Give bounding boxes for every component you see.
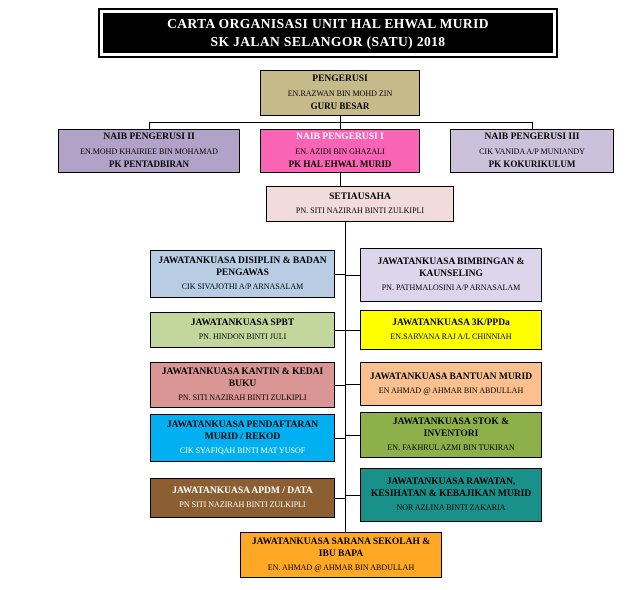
node-title: JAWATANKUASA STOK & INVENTORI xyxy=(392,417,510,439)
node-person-name: EN. FAKHRUL AZMI BIN TUKIRAN xyxy=(387,442,515,452)
node-jk-apdm: JAWATANKUASA APDM / DATA PN SITI NAZIRAH… xyxy=(150,478,335,518)
node-role: PK PENTADBIRAN xyxy=(108,158,190,169)
node-person-name: EN AHMAD @ AHMAR BIN ABDULLAH xyxy=(378,386,524,396)
node-person-name: PN. SITI NAZIRAH BINTI ZULKIPLI xyxy=(178,392,307,402)
node-jk-pendaftaran: JAWATANKUASA PENDAFTARAN MURID / REKOD C… xyxy=(150,414,335,462)
node-title: NAIB PENGERUSI I xyxy=(296,132,384,143)
node-title: NAIB PENGERUSI II xyxy=(103,132,195,143)
node-jk-disiplin: JAWATANKUASA DISIPLIN & BADAN PENGAWAS C… xyxy=(150,250,335,298)
connector-line xyxy=(335,498,345,499)
connector-line xyxy=(340,122,341,129)
node-jk-stok-inventori: JAWATANKUASA STOK & INVENTORI EN. FAKHRU… xyxy=(360,412,542,458)
connector-line xyxy=(335,438,345,439)
node-person-name: NOR AZLINA BINTI ZAKARIA xyxy=(396,502,506,512)
node-title: JAWATANKUASA PENDAFTARAN MURID / REKOD xyxy=(166,420,319,442)
node-role: PK HAL EHWAL MURID xyxy=(288,158,392,169)
node-setiausaha: SETIAUSAHA PN. SITI NAZIRAH BINTI ZULKIP… xyxy=(266,186,454,222)
node-title: SETIAUSAHA xyxy=(329,191,391,202)
chart-title: CARTA ORGANISASI UNIT HAL EHWAL MURID SK… xyxy=(103,13,553,53)
connector-line xyxy=(149,122,150,129)
node-title: JAWATANKUASA BANTUAN MURID xyxy=(369,371,533,382)
node-person-name: EN.MOHD KHAIRIEE BIN MOHAMAD xyxy=(80,146,218,156)
connector-line xyxy=(345,495,360,496)
node-title: JAWATANKUASA SARANA SEKOLAH & IBU BAPA xyxy=(251,537,431,559)
connector-line xyxy=(340,116,341,122)
connector-line xyxy=(345,222,346,532)
node-jk-spbt: JAWATANKUASA SPBT PN. HINDON BINTI JULI xyxy=(150,312,335,348)
node-title: JAWATANKUASA 3K/PPDa xyxy=(392,317,510,328)
node-title: JAWATANKUASA APDM / DATA xyxy=(172,485,313,496)
node-title: PENGERUSI xyxy=(312,74,368,85)
node-person-name: CIK VANIDA A/P MUNIANDY xyxy=(479,146,585,156)
node-title: JAWATANKUASA SPBT xyxy=(190,317,295,328)
node-title: JAWATANKUASA RAWATAN, KESIHATAN & KEBAJI… xyxy=(370,477,532,499)
node-pengerusi: PENGERUSI EN.RAZWAN BIN MOHD ZIN GURU BE… xyxy=(260,70,420,116)
chart-title-line1: CARTA ORGANISASI UNIT HAL EHWAL MURID xyxy=(167,15,489,31)
node-role: GURU BESAR xyxy=(310,100,370,111)
node-jk-bantuan-murid: JAWATANKUASA BANTUAN MURID EN AHMAD @ AH… xyxy=(360,362,542,406)
connector-line xyxy=(532,122,533,129)
node-naib-pengerusi-3: NAIB PENGERUSI III CIK VANIDA A/P MUNIAN… xyxy=(450,129,614,173)
node-person-name: PN. HINDON BINTI JULI xyxy=(198,332,287,342)
connector-line xyxy=(345,275,360,276)
node-jk-kantin: JAWATANKUASA KANTIN & KEDAI BUKU PN. SIT… xyxy=(150,362,335,408)
chart-title-line2: SK JALAN SELANGOR (SATU) 2018 xyxy=(210,34,446,49)
node-naib-pengerusi-2: NAIB PENGERUSI II EN.MOHD KHAIRIEE BIN M… xyxy=(58,129,240,173)
node-title: NAIB PENGERUSI III xyxy=(484,132,580,143)
chart-title-box: CARTA ORGANISASI UNIT HAL EHWAL MURID SK… xyxy=(98,8,558,58)
connector-line xyxy=(335,274,345,275)
node-title: JAWATANKUASA BIMBINGAN & KAUNSELING xyxy=(377,257,525,279)
connector-line xyxy=(345,384,360,385)
node-jk-3k-ppda: JAWATANKUASA 3K/PPDa EN.SARVANA RAJ A/L … xyxy=(360,310,542,350)
node-jk-rawatan: JAWATANKUASA RAWATAN, KESIHATAN & KEBAJI… xyxy=(360,468,542,522)
node-person-name: CIK SIVAJOTHI A/P ARNASALAM xyxy=(181,281,304,291)
connector-line xyxy=(335,385,345,386)
node-title: JAWATANKUASA KANTIN & KEDAI BUKU xyxy=(161,367,324,389)
node-jk-sarana: JAWATANKUASA SARANA SEKOLAH & IBU BAPA E… xyxy=(240,532,442,578)
node-person-name: PN. PATHMALOSINI A/P ARNASALAM xyxy=(381,282,521,292)
node-person-name: EN. AZIDI BIN GHAZALI xyxy=(295,146,385,156)
node-person-name: EN.RAZWAN BIN MOHD ZIN xyxy=(287,88,393,98)
connector-line xyxy=(345,435,360,436)
node-jk-bimbingan: JAWATANKUASA BIMBINGAN & KAUNSELING PN. … xyxy=(360,248,542,302)
node-role: PK KOKURIKULUM xyxy=(488,158,576,169)
connector-line xyxy=(149,122,533,123)
node-person-name: EN.SARVANA RAJ A/L CHINNIAH xyxy=(390,332,512,342)
node-person-name: EN. AHMAD @ AHMAR BIN ABDULLAH xyxy=(267,562,415,572)
connector-line xyxy=(335,330,345,331)
connector-line xyxy=(340,173,341,186)
connector-line xyxy=(345,330,360,331)
node-person-name: CIK SYAFIQAH BINTI MAT YUSOF xyxy=(179,445,306,455)
node-naib-pengerusi-1: NAIB PENGERUSI I EN. AZIDI BIN GHAZALI P… xyxy=(260,129,420,173)
node-person-name: PN SITI NAZIRAH BINTI ZULKIPLI xyxy=(179,500,306,510)
node-person-name: PN. SITI NAZIRAH BINTI ZULKIPLI xyxy=(295,206,425,216)
node-title: JAWATANKUASA DISIPLIN & BADAN PENGAWAS xyxy=(158,256,327,278)
